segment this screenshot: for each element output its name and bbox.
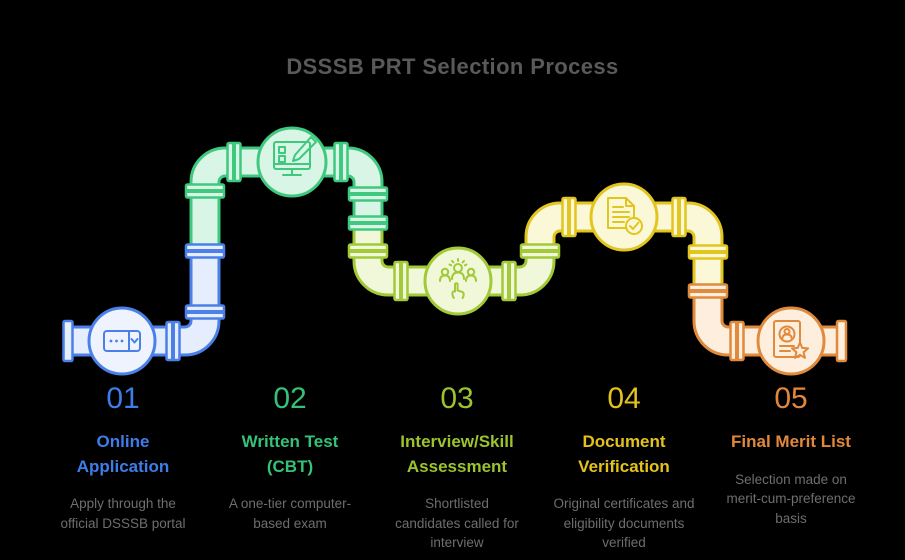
pipe-segment-5-core (695, 288, 846, 354)
step-title: Online Application (76, 432, 170, 476)
application-form-icon (103, 330, 141, 352)
step-description: Selection made on merit-cum-preference b… (726, 471, 856, 526)
coupling (184, 183, 729, 320)
step-number: 01 (106, 382, 140, 415)
step-description: Shortlisted candidates called for interv… (395, 496, 519, 551)
page-title: DSSSB PRT Selection Process (286, 54, 619, 79)
pipe-segment-1-core (64, 251, 218, 354)
pipe-couplings (165, 141, 745, 362)
step-number: 05 (774, 382, 808, 415)
step-number: 03 (440, 382, 474, 415)
step-description: Original certificates and eligibility do… (553, 496, 695, 551)
step-2-node-circle (256, 126, 328, 198)
step-title: Document Verification (578, 432, 670, 476)
pipe-cores (64, 149, 846, 354)
interview-panel-icon (439, 258, 477, 299)
computer-exam-icon (273, 136, 317, 176)
step-icons (103, 136, 810, 359)
step-column-1: 01 Online Application Apply through the … (38, 384, 208, 533)
document-check-icon (607, 197, 643, 235)
step-number: 02 (273, 382, 307, 415)
step-column-2: 02 Written Test (CBT) A one-tier compute… (205, 384, 375, 533)
step-description: Apply through the official DSSSB portal (60, 496, 186, 531)
merit-certificate-icon (773, 320, 810, 359)
step-column-4: 04 Document Verification Original certif… (539, 384, 709, 553)
step-3-node-circle (423, 246, 493, 316)
step-description: A one-tier computer-based exam (228, 496, 352, 531)
step-title: Interview/Skill Assessment (400, 432, 514, 476)
step-title: Written Test (CBT) (241, 432, 339, 476)
step-number: 04 (607, 382, 641, 415)
step-column-5: 05 Final Merit List Selection made on me… (706, 384, 876, 528)
pipe-end-cap (835, 319, 848, 363)
pipe-start-cap (62, 319, 74, 363)
pipe-end-caps (62, 319, 848, 363)
step-column-3: 03 Interview/Skill Assessment Shortliste… (372, 384, 542, 553)
step-title: Final Merit List (731, 432, 851, 451)
coupling (165, 141, 745, 362)
